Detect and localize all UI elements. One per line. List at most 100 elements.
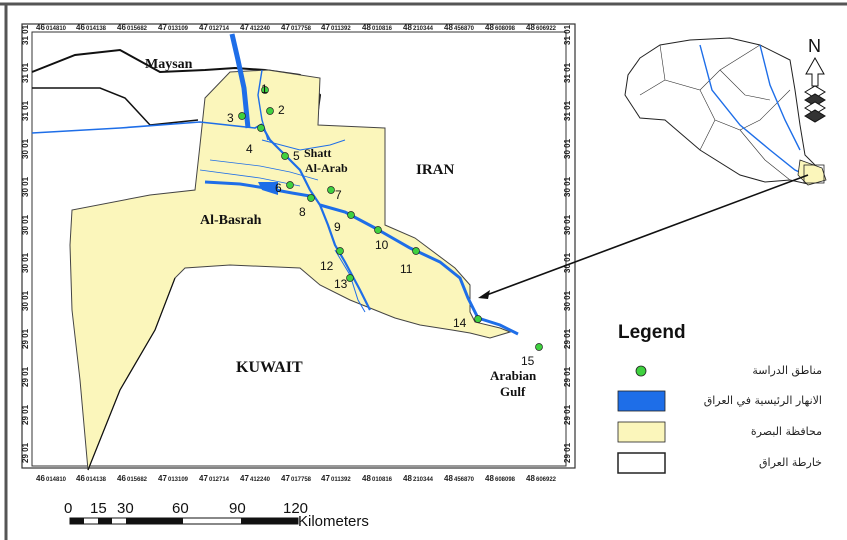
tick-top-min: 014810	[46, 26, 67, 32]
tick-top-deg: 47	[281, 23, 290, 32]
tick-right-deg: 30 01	[563, 138, 572, 159]
tick-top-deg: 47	[158, 23, 167, 32]
tick-left-deg: 30 01	[21, 138, 30, 159]
scale-label-15: 15	[90, 500, 107, 517]
north-arrow: N	[804, 36, 826, 123]
iraq-outline	[624, 37, 821, 185]
tick-bottom-deg: 47	[158, 474, 167, 483]
tick-bottom-min: 010816	[372, 477, 393, 483]
site-label-14: 14	[453, 316, 467, 330]
tick-top-deg: 46	[36, 23, 45, 32]
tick-left-deg: 30 01	[21, 252, 30, 273]
district-boundary	[32, 87, 199, 126]
tick-bottom-min: 017758	[291, 477, 312, 483]
tick-left-deg: 31 01	[21, 24, 30, 45]
tick-right-deg: 29 01	[563, 328, 572, 349]
legend-symbols	[617, 365, 666, 474]
site-label-8: 8	[299, 205, 306, 219]
tick-top-min: 013109	[168, 26, 189, 32]
site-marker-12	[336, 247, 344, 255]
scale-label-0: 0	[64, 500, 72, 517]
tick-left-deg: 31 01	[21, 62, 30, 83]
tick-top-deg: 48	[403, 23, 412, 32]
inset-rivers	[699, 44, 813, 179]
tick-top-deg: 47	[199, 23, 208, 32]
tick-left-deg: 29 01	[21, 404, 30, 425]
label-al-basrah: Al-Basrah	[200, 213, 262, 228]
minor-channel-c	[209, 159, 319, 181]
site-marker-14	[474, 315, 482, 323]
minor-channel-e	[334, 249, 366, 313]
site-label-1: 1	[261, 82, 268, 96]
site-marker-7	[327, 186, 335, 194]
legend: مناطق الدراسة الانهار الرئيسية في العراق…	[672, 364, 822, 484]
main-map: Maysan IRAN Al-Basrah KUWAIT Shatt Al-Ar…	[21, 23, 576, 483]
tick-bottom-min: 014810	[46, 477, 67, 483]
tick-bottom-deg: 48	[526, 474, 535, 483]
tick-top-min: 210344	[413, 26, 434, 32]
label-al-arab: Al-Arab	[305, 161, 348, 175]
tick-bottom-min: 015682	[127, 477, 148, 483]
marsh-lake	[258, 182, 278, 195]
site-marker-9	[347, 211, 355, 219]
tick-top-min: 015682	[127, 26, 148, 32]
tick-bottom-min: 456870	[454, 477, 475, 483]
north-label: N	[808, 36, 821, 56]
legend-item-sites: مناطق الدراسة	[752, 364, 822, 377]
tick-right-deg: 30 01	[563, 176, 572, 197]
site-label-10: 10	[375, 238, 389, 252]
site-label-12: 12	[320, 259, 334, 273]
tick-bottom-min: 014138	[86, 477, 107, 483]
site-marker-13	[346, 274, 354, 282]
scale-label-30: 30	[117, 500, 134, 517]
tick-bottom-deg: 46	[117, 474, 126, 483]
tick-left-deg: 30 01	[21, 290, 30, 311]
legend-item-iraq: خارطة العراق	[759, 456, 822, 469]
legend-item-rivers: الانهار الرئيسية في العراق	[703, 394, 822, 407]
scale-bar: 0 15 30 60 90 120 Kilometers	[64, 500, 369, 530]
tick-top-deg: 46	[76, 23, 85, 32]
site-marker-1	[261, 86, 269, 94]
label-kuwait: KUWAIT	[236, 359, 303, 376]
tick-top-min: 011392	[331, 26, 351, 32]
tick-bottom-deg: 47	[199, 474, 208, 483]
tick-left-deg: 31 01	[21, 100, 30, 121]
site-label-5: 5	[293, 149, 300, 163]
site-label-6: 6	[275, 181, 282, 195]
tigris-river	[229, 33, 251, 129]
tick-right-deg: 31 01	[563, 24, 572, 45]
tick-top-min: 608098	[495, 26, 516, 32]
tick-bottom-min: 412240	[250, 477, 271, 483]
site-label-15: 15	[521, 354, 535, 368]
pointer-arrow-head	[478, 290, 490, 299]
site-marker-5	[281, 152, 289, 160]
site-marker-11	[412, 247, 420, 255]
tick-bottom-min: 608098	[495, 477, 516, 483]
tick-right-deg: 31 01	[563, 62, 572, 83]
tick-bottom-min: 012714	[209, 477, 230, 483]
legend-symbol-basrah	[617, 421, 666, 443]
label-arabian: Arabian	[490, 368, 537, 383]
tick-top-min: 010816	[372, 26, 393, 32]
tick-top-min: 017758	[291, 26, 312, 32]
euphrates-river	[31, 121, 263, 134]
inset-map	[624, 37, 827, 186]
tick-bottom-deg: 47	[240, 474, 249, 483]
tick-top-deg: 46	[117, 23, 126, 32]
tick-top-min: 606922	[536, 26, 557, 32]
inset-highlight-box	[803, 164, 825, 184]
tick-bottom-deg: 46	[76, 474, 85, 483]
iraq-provinces	[639, 44, 791, 181]
scale-label-120: 120	[283, 500, 308, 517]
tick-left-deg: 29 01	[21, 328, 30, 349]
tick-left-deg: 30 01	[21, 176, 30, 197]
tick-top-deg: 47	[321, 23, 330, 32]
scale-label-60: 60	[172, 500, 189, 517]
label-gulf: Gulf	[500, 384, 526, 399]
legend-title: Legend	[618, 322, 686, 343]
tick-top-deg: 48	[444, 23, 453, 32]
tick-bottom-min: 013109	[168, 477, 189, 483]
